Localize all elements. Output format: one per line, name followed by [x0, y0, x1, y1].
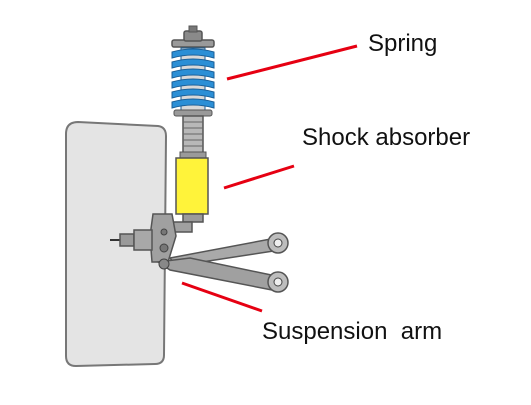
lower-arm: [155, 257, 289, 293]
suspension-arm-leader-line: [181, 281, 263, 313]
spring-leader-line: [226, 44, 358, 81]
shock-absorber-label: Shock absorber: [302, 124, 471, 151]
damper-rod: [179, 115, 207, 159]
top-mount: [171, 25, 215, 48]
tire: [65, 120, 168, 368]
spring-label: Spring: [368, 30, 438, 57]
coil-spring: [171, 47, 215, 117]
hub-axle: [110, 229, 153, 251]
shock-absorber-body: [175, 157, 209, 215]
suspension-arm-label: Suspension arm: [262, 318, 443, 345]
shock-absorber-leader-line: [223, 164, 295, 190]
